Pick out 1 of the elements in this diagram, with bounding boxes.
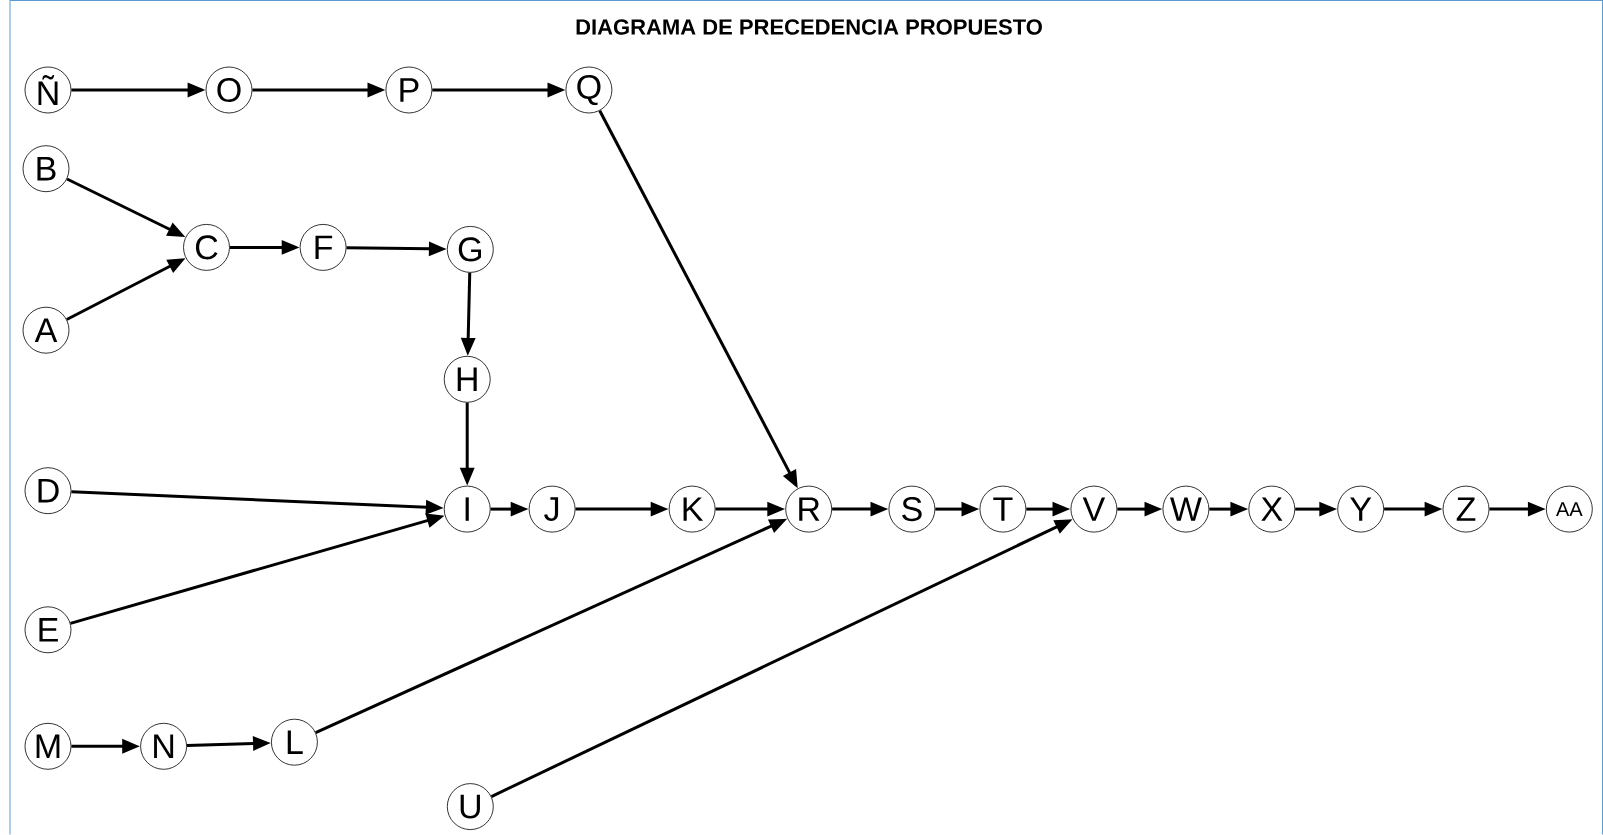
title: DIAGRAMA DE PRECEDENCIA PROPUESTO	[576, 19, 1042, 35]
